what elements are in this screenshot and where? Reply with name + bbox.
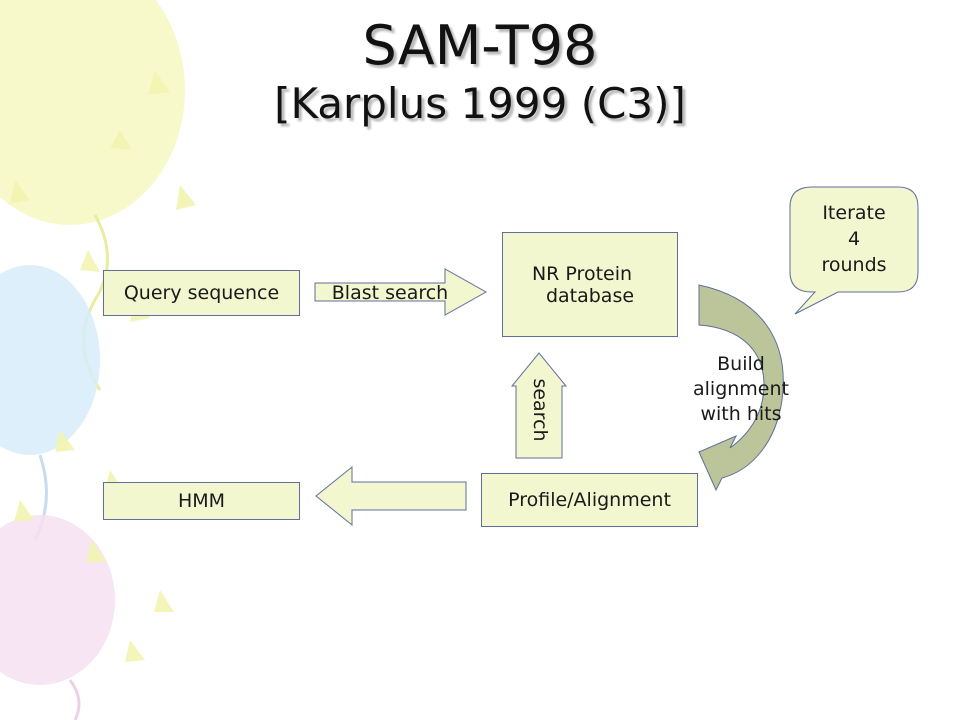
database-label: database [545,284,635,307]
build-line-3: with hits [700,403,782,425]
blast-arrow [314,268,488,316]
iterate-line-3: rounds [821,254,887,276]
hmm-label: HMM [177,490,226,512]
search-label: search [529,378,551,442]
pink-balloon-string [68,679,81,720]
iterate-label: Iterate 4 rounds [790,200,918,278]
blast-search-label: Blast search [331,282,449,304]
hmm-box: HMM [103,482,300,520]
build-line-2: alignment [693,378,789,400]
curved-build-arrow [698,284,784,492]
build-line-1: Build [717,353,765,375]
query-sequence-box: Query sequence [103,270,300,316]
slide-title: SAM-T98 [362,14,598,77]
iterate-line-1: Iterate [822,202,886,224]
profile-alignment-label: Profile/Alignment [508,489,671,511]
profile-alignment-box: Profile/Alignment [481,473,698,527]
pink-balloon [0,515,115,685]
query-sequence-label: Query sequence [123,282,280,304]
iterate-line-2: 4 [847,228,861,250]
build-alignment-label: Build alignment with hits [676,352,806,427]
blue-balloon [0,265,100,455]
iterate-callout [789,186,919,315]
search-arrow [510,352,568,459]
nr-protein-label: NR Protein [531,262,633,285]
slide-subtitle: [Karplus 1999 (C3)] [274,79,686,128]
yellow-balloon [0,0,185,225]
hmm-arrow [315,465,467,527]
nr-protein-database-box: NR Protein database [502,232,678,337]
